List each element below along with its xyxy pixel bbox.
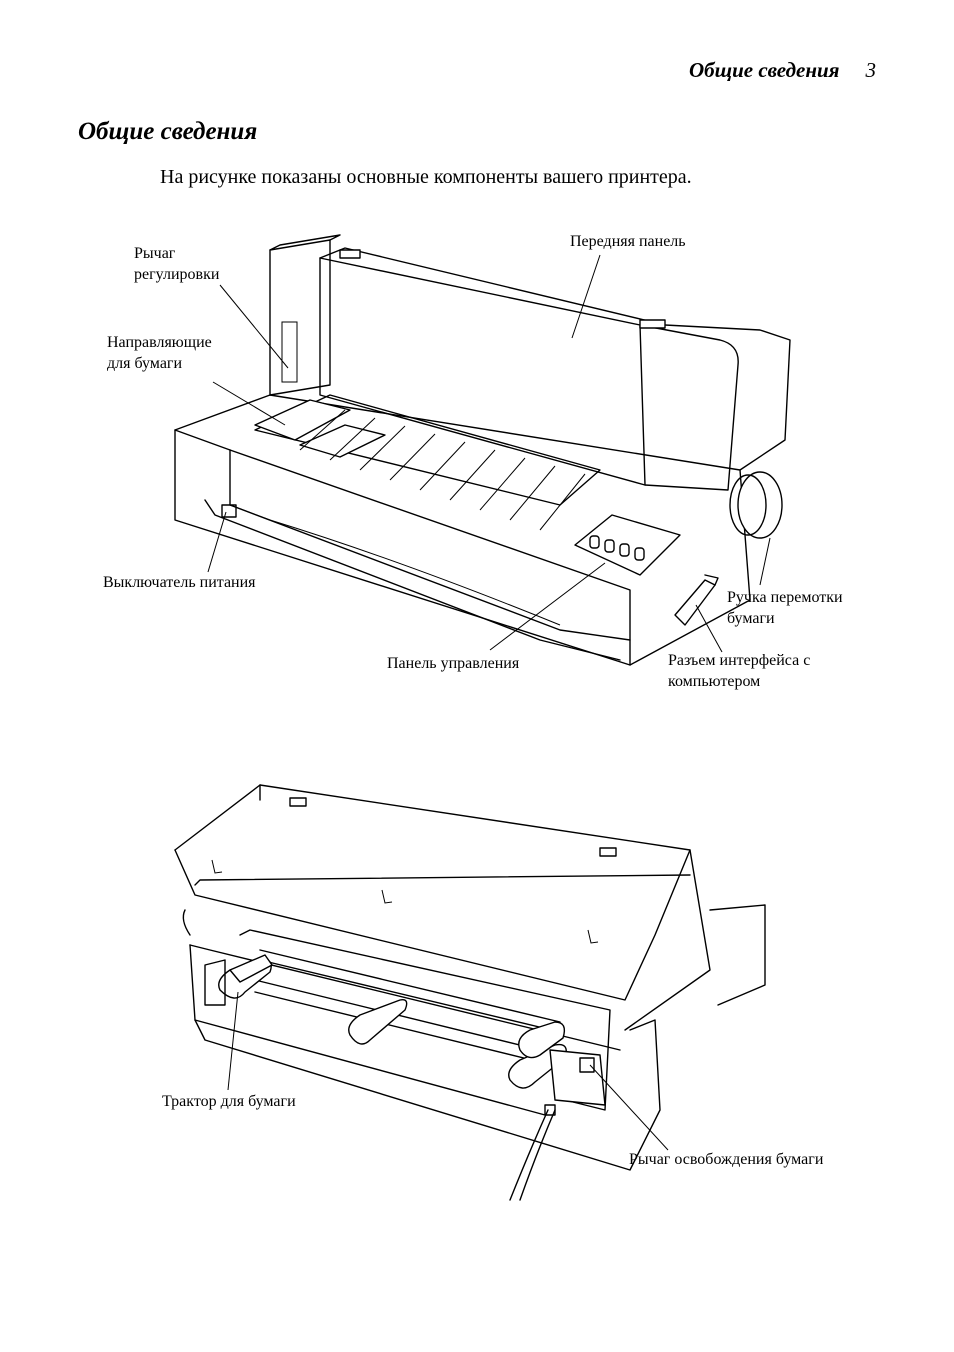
intro-paragraph: На рисунке показаны основные компоненты … — [160, 166, 692, 188]
front-view-figure: Рычаг регулировки Направляющие для бумаг… — [103, 233, 843, 692]
label-interface: Разъем интерфейса с компьютером — [668, 650, 810, 692]
label-adjust-lever: Рычаг регулировки — [134, 243, 219, 285]
page-number: 3 — [865, 58, 877, 82]
label-adjust-lever-line2: регулировки — [134, 266, 220, 283]
label-power-switch: Выключатель питания — [103, 574, 256, 591]
label-knob: Ручка перемотки бумаги — [727, 587, 843, 629]
label-adjust-lever-line1: Рычаг — [134, 245, 176, 262]
printer-rear-illustration — [174, 784, 766, 1201]
rear-view-figure: Трактор для бумаги Рычаг освобождения бу… — [0, 760, 954, 1220]
section-title: Общие сведения — [78, 118, 258, 145]
label-paper-guides-line1: Направляющие — [107, 334, 212, 351]
printer-front-illustration — [174, 234, 791, 666]
label-interface-line1: Разъем интерфейса с — [668, 652, 811, 669]
running-header: Общие сведения 3 — [689, 58, 876, 83]
label-knob-line2: бумаги — [727, 610, 775, 627]
label-knob-line1: Ручка перемотки — [727, 589, 843, 606]
label-paper-guides: Направляющие для бумаги — [107, 332, 212, 374]
label-control-panel: Панель управления — [387, 655, 520, 672]
label-paper-guides-line2: для бумаги — [107, 355, 183, 372]
label-release-lever: Рычаг освобождения бумаги — [629, 1151, 824, 1168]
label-tractor: Трактор для бумаги — [162, 1093, 296, 1110]
label-front-panel: Передняя панель — [570, 233, 686, 250]
label-interface-line2: компьютером — [668, 673, 761, 690]
running-title: Общие сведения — [688, 58, 840, 82]
